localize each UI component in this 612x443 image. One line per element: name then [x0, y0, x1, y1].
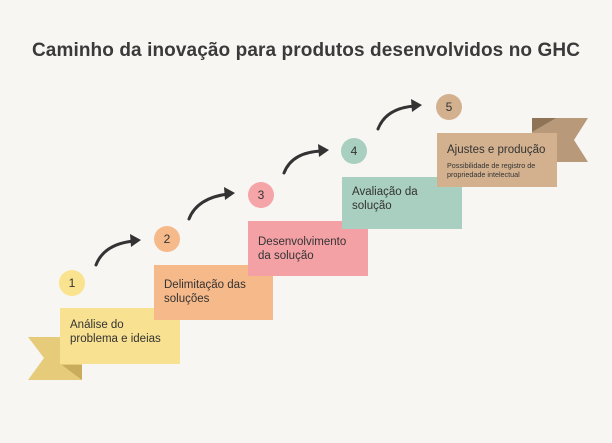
page-title: Caminho da inovação para produtos desenv… — [31, 40, 581, 61]
curved-arrow-icon — [376, 104, 417, 131]
curved-arrow-icon — [187, 192, 230, 221]
step-card-5: Ajustes e produção Possibilidade de regi… — [437, 133, 557, 187]
step-label-4: Avaliação da solução — [352, 186, 418, 212]
arrowhead — [318, 144, 329, 157]
step-label-1: Análise do problema e ideias — [70, 319, 161, 345]
step-card-3: Desenvolvimento da solução — [248, 221, 368, 276]
step-number-3: 3 — [248, 182, 274, 208]
step-sub-5: Possibilidade de registro de propriedade… — [447, 161, 536, 179]
arrowhead — [411, 99, 422, 112]
curved-arrow-icon — [282, 149, 324, 175]
step-number-5: 5 — [436, 94, 462, 120]
step-label-5: Ajustes e produção — [447, 144, 546, 156]
ribbon-fold — [532, 118, 556, 132]
curved-arrow-icon — [94, 239, 136, 267]
arrowhead — [130, 234, 141, 247]
arrowhead — [224, 187, 235, 200]
step-number-4: 4 — [341, 138, 367, 164]
step-label-3: Desenvolvimento da solução — [258, 236, 347, 262]
step-label-2: Delimitação das soluções — [164, 279, 246, 305]
ribbon-fold — [62, 365, 82, 380]
step-number-2: 2 — [154, 226, 180, 252]
step-number-1: 1 — [59, 270, 85, 296]
